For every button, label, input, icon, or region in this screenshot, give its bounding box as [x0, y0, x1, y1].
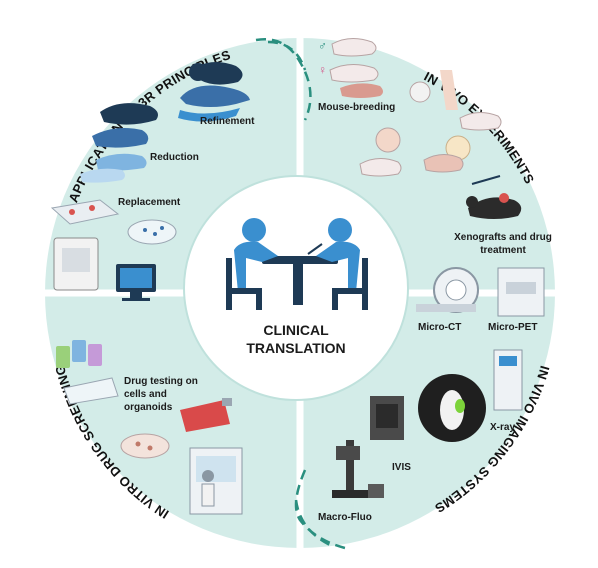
ivis-illustration: [370, 374, 486, 442]
label-micro-ct: Micro-CT: [418, 322, 461, 333]
svg-text:♂: ♂: [318, 39, 327, 53]
label-macro-fluo: Macro-Fluo: [318, 512, 372, 523]
label-xray: X-ray: [490, 422, 515, 433]
label-drug-testing-line2: cells and: [124, 389, 167, 400]
dashed-arrow-bottom-inner: [294, 499, 331, 547]
replacement-illustration: [50, 199, 177, 301]
label-replacement: Replacement: [118, 197, 181, 208]
center-title-line1: CLINICAL: [263, 322, 329, 338]
label-refinement: Refinement: [200, 116, 255, 127]
dashed-arrows: [255, 38, 346, 550]
micro-pet-illustration: [497, 267, 545, 317]
xenograft-illustration: [466, 193, 522, 219]
drug-tubes-illustration: [56, 340, 119, 405]
center-title-line2: TRANSLATION: [246, 340, 345, 356]
label-drug-testing-line1: Drug testing on: [124, 376, 198, 387]
label-xenografts-line1: Xenografts and drug: [454, 232, 552, 243]
refinement-illustration: [178, 62, 250, 122]
biosafety-cabinet-illustration: [189, 447, 243, 515]
center-hub: CLINICAL TRANSLATION: [183, 175, 409, 401]
label-drug-testing-line3: organoids: [124, 402, 173, 413]
reduction-illustration: [80, 103, 158, 183]
label-ivis: IVIS: [392, 462, 411, 473]
dashed-arrow-bottom: [294, 469, 346, 550]
flask-illustration: [180, 398, 232, 432]
label-xenografts-line2: treatment: [480, 245, 526, 256]
mouse-breeding-illustration: ♂ ♀: [318, 38, 502, 185]
svg-text:♀: ♀: [318, 63, 327, 77]
petri-dish-illustration: [120, 433, 170, 459]
xray-illustration: [493, 349, 523, 411]
dashed-arrow-top-inner: [267, 40, 307, 71]
micro-ct-illustration: [416, 267, 479, 313]
label-mouse-breeding: Mouse-breeding: [318, 102, 395, 113]
meeting-icon: [226, 218, 368, 310]
dashed-arrow-top: [255, 38, 312, 121]
label-micro-pet: Micro-PET: [488, 322, 537, 333]
macro-fluo-illustration: [332, 440, 384, 498]
label-reduction: Reduction: [150, 152, 199, 163]
